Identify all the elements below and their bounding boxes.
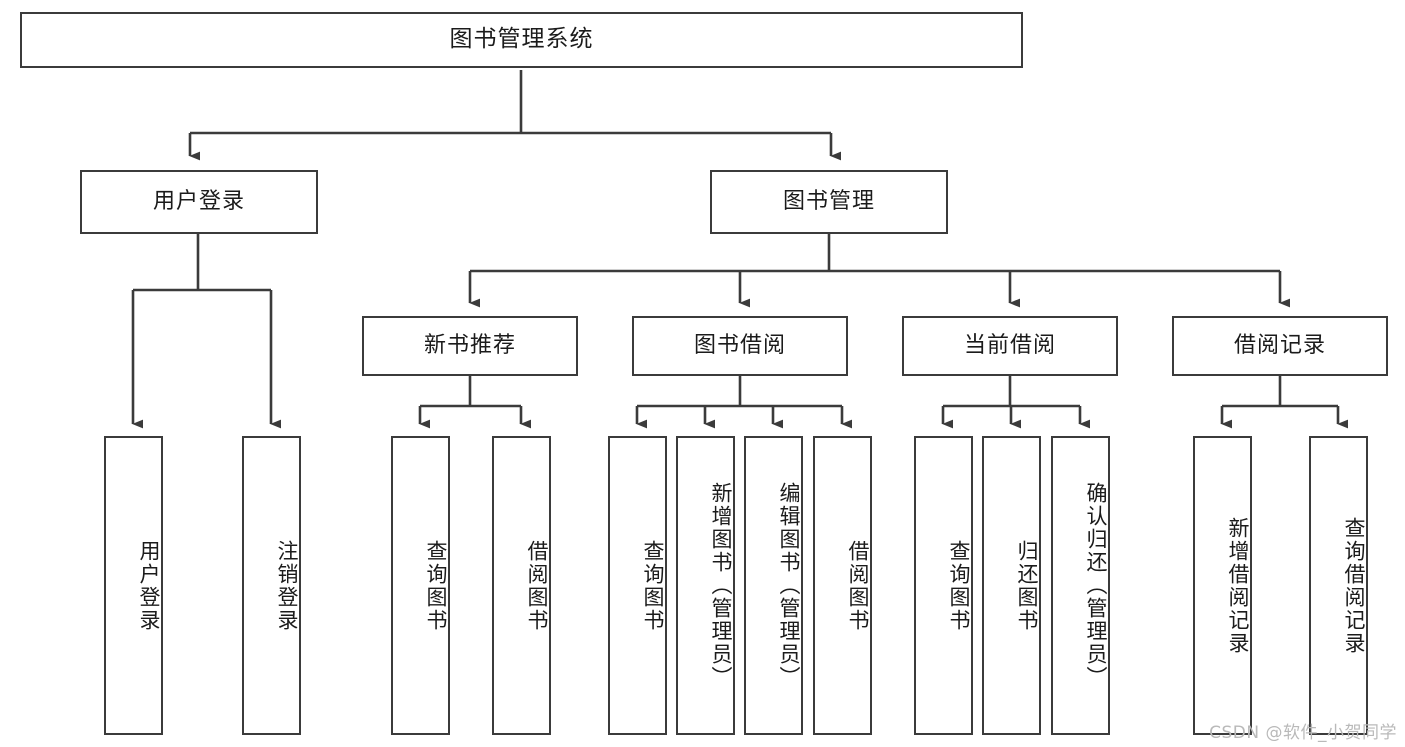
leaf-query-record[interactable]: 查询借阅记录 [1309, 436, 1368, 735]
node-label: 用户登录 [137, 539, 161, 632]
node-label: 编辑图书（管理员） [777, 482, 801, 689]
node-label: 新增借阅记录 [1226, 516, 1250, 655]
node-label: 归还图书 [1015, 539, 1039, 632]
node-label: 图书管理 [782, 189, 875, 215]
leaf-add-book[interactable]: 新增图书（管理员） [676, 436, 735, 735]
node-label: 图书管理系统 [449, 26, 594, 53]
leaf-edit-book[interactable]: 编辑图书（管理员） [744, 436, 803, 735]
leaf-logout-login[interactable]: 注销登录 [242, 436, 301, 735]
watermark-text: CSDN @软件_小贺同学 [1209, 723, 1397, 743]
node-label: 借阅图书 [846, 539, 870, 632]
node-label: 查询图书 [424, 539, 448, 632]
node-label: 用户登录 [152, 189, 245, 215]
leaf-add-record[interactable]: 新增借阅记录 [1193, 436, 1252, 735]
node-label: 图书借阅 [693, 333, 786, 359]
leaf-query-book-1[interactable]: 查询图书 [391, 436, 450, 735]
node-label: 注销登录 [275, 539, 299, 632]
node-label: 借阅图书 [525, 539, 549, 632]
node-new-book-recommend[interactable]: 新书推荐 [362, 316, 578, 376]
node-label: 查询图书 [947, 539, 971, 632]
node-label: 确认归还（管理员） [1084, 482, 1108, 689]
node-book-borrow[interactable]: 图书借阅 [632, 316, 848, 376]
leaf-query-book-2[interactable]: 查询图书 [608, 436, 667, 735]
leaf-user-login[interactable]: 用户登录 [104, 436, 163, 735]
node-label: 查询借阅记录 [1342, 516, 1366, 655]
node-label: 查询图书 [641, 539, 665, 632]
node-label: 新增图书（管理员） [709, 482, 733, 689]
node-book-manage[interactable]: 图书管理 [710, 170, 948, 234]
node-current-borrow[interactable]: 当前借阅 [902, 316, 1118, 376]
node-borrow-record[interactable]: 借阅记录 [1172, 316, 1388, 376]
node-label: 当前借阅 [963, 333, 1056, 359]
leaf-borrow-book-1[interactable]: 借阅图书 [492, 436, 551, 735]
node-root-book-management-system[interactable]: 图书管理系统 [20, 12, 1023, 68]
leaf-query-book-3[interactable]: 查询图书 [914, 436, 973, 735]
leaf-confirm-return[interactable]: 确认归还（管理员） [1051, 436, 1110, 735]
node-user-login[interactable]: 用户登录 [80, 170, 318, 234]
node-label: 新书推荐 [423, 333, 516, 359]
leaf-return-book[interactable]: 归还图书 [982, 436, 1041, 735]
node-label: 借阅记录 [1233, 333, 1326, 359]
leaf-borrow-book-2[interactable]: 借阅图书 [813, 436, 872, 735]
